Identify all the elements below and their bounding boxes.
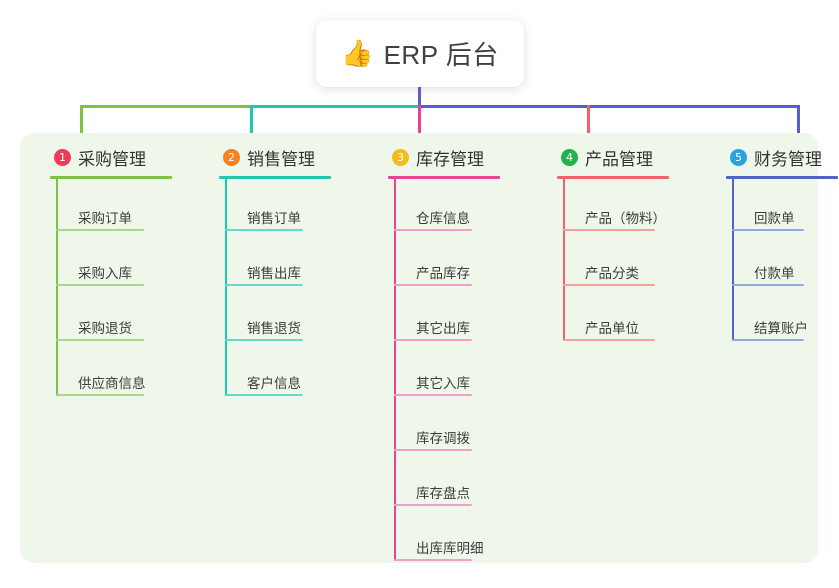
branch-leaf-rule	[56, 284, 144, 286]
branch-header-2[interactable]: 2 销售管理	[215, 145, 315, 169]
branch-leaf-label: 产品单位	[585, 321, 639, 336]
branch-leaf-rule	[394, 229, 472, 231]
branch-leaf-rule	[394, 449, 472, 451]
branch-leaf-label: 供应商信息	[78, 376, 146, 391]
branch-header-rule	[388, 176, 500, 179]
branch-column-1: 1 采购管理采购订单采购入库采购退货供应商信息	[46, 145, 172, 396]
branch-column-2: 2 销售管理销售订单销售出库销售退货客户信息	[215, 145, 331, 396]
branch-leaf-rule	[225, 339, 303, 341]
drop-connector-4	[587, 105, 590, 145]
branch-leaf-rule	[56, 339, 144, 341]
branch-leaf-label: 库存盘点	[416, 486, 470, 501]
branch-column-4: 4 产品管理产品（物料） 产品分类产品单位	[553, 145, 669, 341]
root-node-card[interactable]: 👍 ERP 后台	[316, 20, 524, 87]
branch-title: 财务管理	[754, 149, 822, 169]
branch-leaf-rule	[56, 229, 144, 231]
bus-segment-teal	[250, 105, 420, 108]
branch-leaf-label: 库存调拨	[416, 431, 470, 446]
branch-leaf-label: 销售订单	[247, 211, 301, 226]
branch-header-rule	[219, 176, 331, 179]
branch-header-rule	[726, 176, 838, 179]
branches-panel	[20, 133, 818, 563]
drop-connector-3	[418, 105, 421, 145]
branch-leaf-label: 采购订单	[78, 211, 132, 226]
bus-segment-green	[80, 105, 252, 108]
branch-trunk-line	[732, 179, 734, 341]
branch-leaf-rule	[225, 394, 303, 396]
branch-leaf-rule	[394, 284, 472, 286]
branch-leaf-label: 其它入库	[416, 376, 470, 391]
branch-leaf-rule	[225, 229, 303, 231]
branch-title: 产品管理	[585, 149, 653, 169]
branch-header-1[interactable]: 1 采购管理	[46, 145, 146, 169]
branch-header-3[interactable]: 3 库存管理	[384, 145, 484, 169]
branch-number-badge: 4	[561, 148, 578, 166]
branch-leaf-rule	[563, 339, 655, 341]
branch-leaf-rule	[732, 229, 804, 231]
branch-leaf-rule	[394, 394, 472, 396]
drop-connector-1	[80, 105, 83, 145]
branch-trunk-line	[56, 179, 58, 396]
branch-leaf-rule	[394, 339, 472, 341]
branch-header-5[interactable]: 5 财务管理	[722, 145, 822, 169]
branch-leaf-rule	[563, 229, 655, 231]
branch-leaf-label: 销售出库	[247, 266, 301, 281]
branch-leaf-label: 回款单	[754, 211, 795, 226]
branch-title: 销售管理	[247, 149, 315, 169]
bus-segment-blue	[418, 105, 800, 108]
branch-trunk-line	[394, 179, 396, 561]
branch-leaf-label: 其它出库	[416, 321, 470, 336]
branch-leaf-rule	[56, 394, 144, 396]
branch-leaf-label: 采购入库	[78, 266, 132, 281]
branch-leaf-rule	[394, 504, 472, 506]
branch-leaf-label: 结算账户	[754, 321, 808, 336]
branch-header-4[interactable]: 4 产品管理	[553, 145, 653, 169]
branch-leaf-rule	[225, 284, 303, 286]
thumbs-up-icon: 👍	[341, 38, 374, 69]
branch-leaf-label: 产品库存	[416, 266, 470, 281]
branch-leaf-rule	[563, 284, 655, 286]
branch-leaf-label: 产品（物料）	[585, 211, 666, 226]
branch-leaf-label: 客户信息	[247, 376, 301, 391]
branch-trunk-line	[563, 179, 565, 341]
branch-column-3: 3 库存管理仓库信息产品库存其它出库其它入库库存调拨库存盘点出库库明细	[384, 145, 500, 561]
branch-number-badge: 1	[54, 148, 71, 166]
branch-trunk-line	[225, 179, 227, 396]
root-stem-connector	[418, 87, 421, 107]
branch-column-5: 5 财务管理回款单付款单结算账户	[722, 145, 838, 341]
branch-leaf-label: 仓库信息	[416, 211, 470, 226]
branch-number-badge: 2	[223, 148, 240, 166]
branch-number-badge: 3	[392, 148, 409, 166]
branch-title: 库存管理	[416, 149, 484, 169]
branch-title: 采购管理	[78, 149, 146, 169]
drop-connector-2	[250, 105, 253, 145]
branch-leaf-rule	[394, 559, 472, 561]
branch-number-badge: 5	[730, 148, 747, 166]
branch-header-rule	[557, 176, 669, 179]
branch-leaf-label: 出库库明细	[416, 541, 484, 556]
root-node-title: ERP 后台	[383, 40, 499, 70]
branch-leaf-label: 采购退货	[78, 321, 132, 336]
branch-leaf-label: 付款单	[754, 266, 795, 281]
branch-leaf-label: 销售退货	[247, 321, 301, 336]
branch-leaf-label: 产品分类	[585, 266, 639, 281]
branch-leaf-rule	[732, 284, 804, 286]
branch-leaf-rule	[732, 339, 804, 341]
branch-header-rule	[50, 176, 172, 179]
drop-connector-5	[797, 105, 800, 145]
